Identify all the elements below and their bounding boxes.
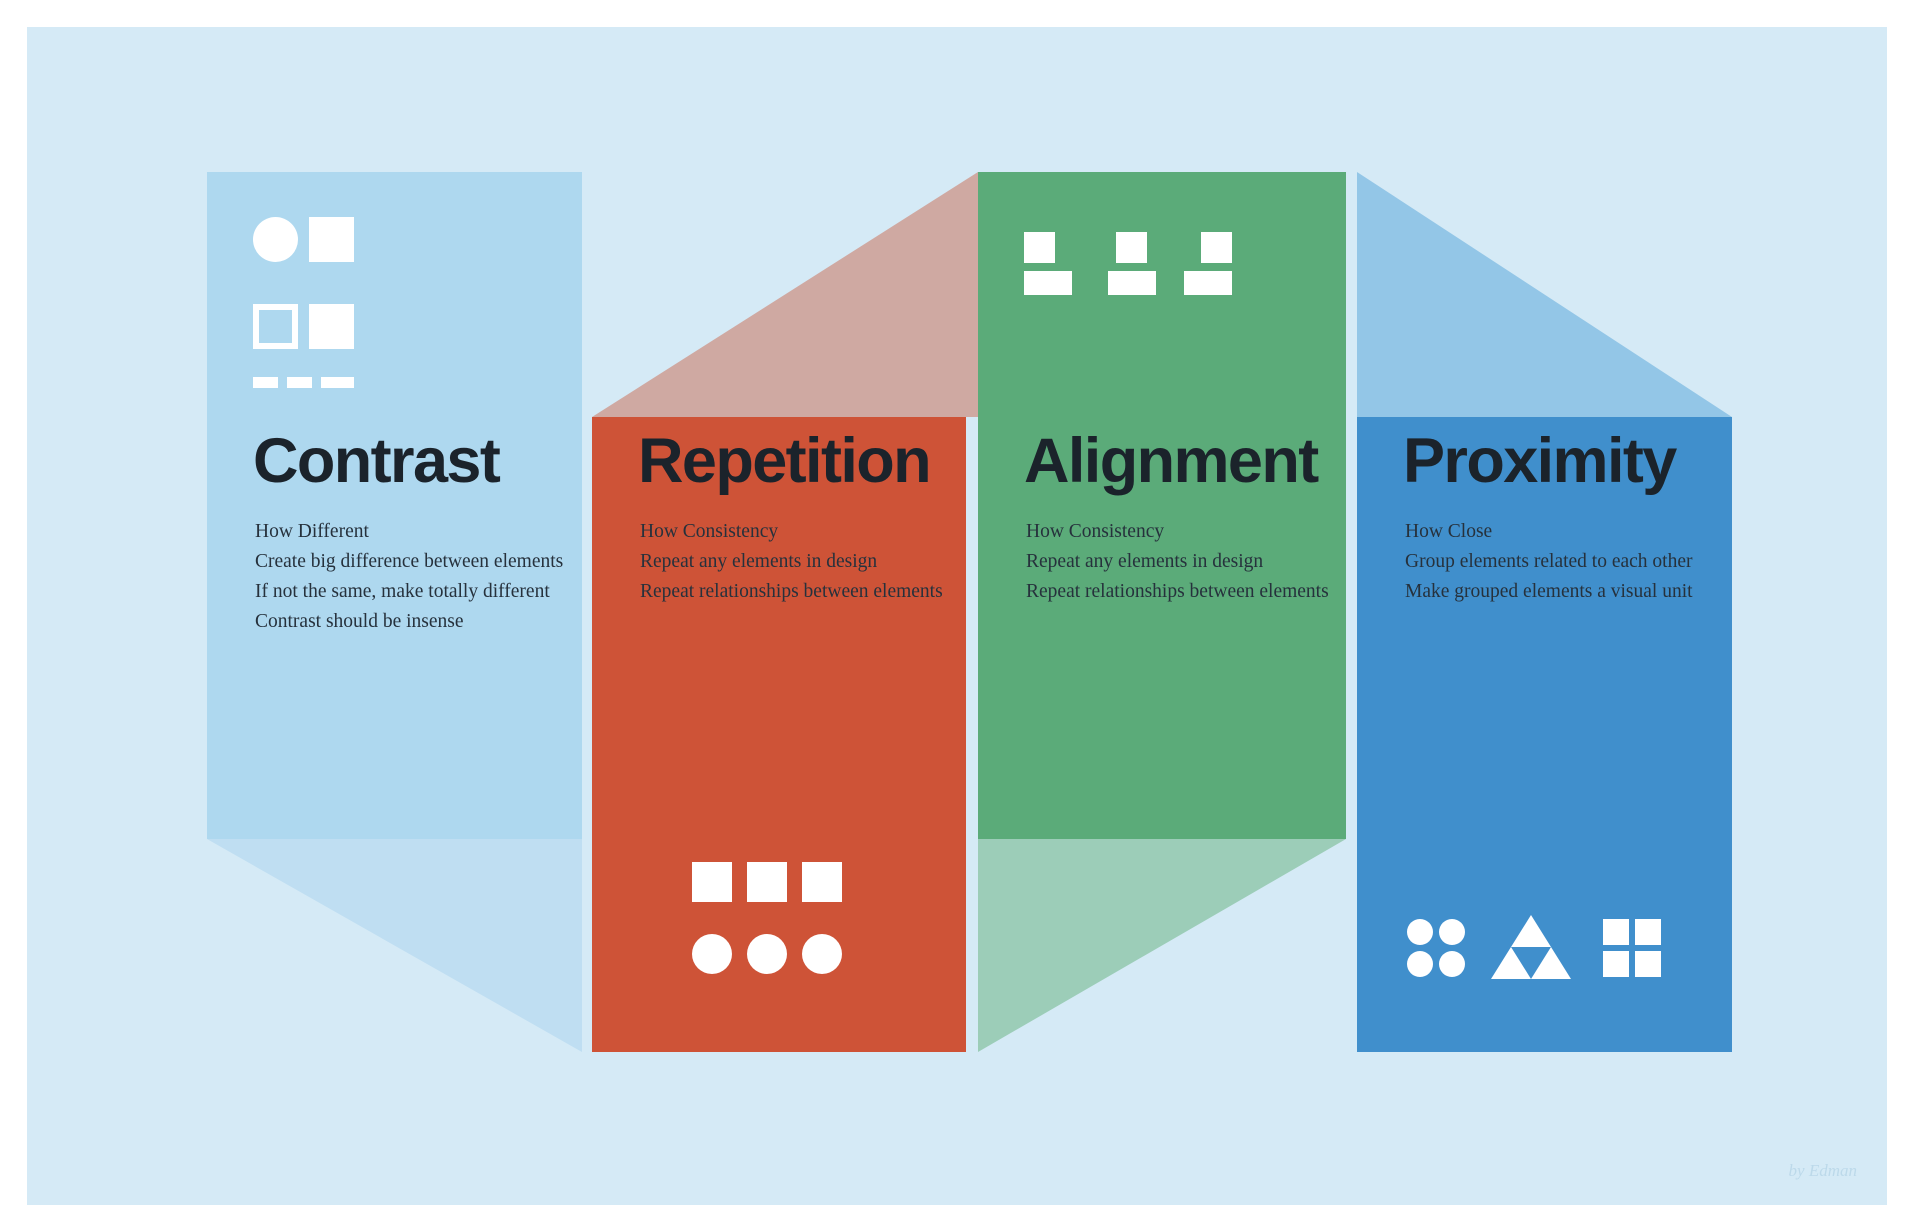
triangle-icon [1531,947,1571,979]
panel-description: How Different Create big difference betw… [255,517,585,637]
contrast-icon-group [253,217,453,388]
square-icon [1603,951,1629,977]
repetition-icon-group [692,862,872,992]
panel-repetition[interactable]: Repetition How Consistency Repeat any el… [592,417,966,1052]
poster-canvas: Contrast How Different Create big differ… [27,27,1887,1205]
outlined-square-icon [253,304,298,349]
rectangle-icon [1024,271,1072,295]
circle-icon [1439,919,1465,945]
panel-description: How Consistency Repeat any elements in d… [640,517,970,607]
rectangle-icon [1108,271,1156,295]
panel-alignment[interactable]: Alignment How Consistency Repeat any ele… [978,172,1346,839]
proximity-icon-group [1407,915,1687,1029]
panel-proximity[interactable]: Proximity How Close Group elements relat… [1357,417,1732,1052]
description-line: Group elements related to each other [1405,551,1693,572]
square-icon [1603,919,1629,945]
alignment-shadow-triangle [978,839,1346,1052]
repetition-shadow-triangle [592,172,978,417]
panel-title: Alignment [1024,426,1319,496]
wide-dash-icon [321,377,354,388]
alignment-icon-group [1024,232,1274,322]
square-icon [692,862,732,902]
circle-icon [802,934,842,974]
square-icon [747,862,787,902]
circle-icon [1407,919,1433,945]
circle-icon [1439,951,1465,977]
circle-icon [747,934,787,974]
square-icon [1116,232,1147,263]
credit-text: by Edman [1788,1161,1857,1180]
circle-icon [692,934,732,974]
filled-square-icon [309,304,354,349]
description-line: If not the same, make totally different [255,581,550,602]
description-line: Create big difference between elements [255,551,564,572]
description-line: How Consistency [1026,521,1165,542]
description-line: How Different [255,521,369,542]
panel-description: How Consistency Repeat any elements in d… [1026,517,1356,607]
filled-circle-icon [253,217,298,262]
description-line: Repeat any elements in design [640,551,878,572]
square-icon [802,862,842,902]
square-icon [1024,232,1055,263]
description-line: Repeat relationships between elements [640,581,943,602]
triangle-icon [1491,947,1531,979]
short-dash-icon [287,377,312,388]
panel-contrast[interactable]: Contrast How Different Create big differ… [207,172,582,839]
contrast-shadow-triangle [207,839,582,1052]
filled-square-icon [309,217,354,262]
panel-title: Proximity [1403,426,1677,496]
short-dash-icon [253,377,278,388]
circle-icon [1407,951,1433,977]
rectangle-icon [1184,271,1232,295]
square-icon [1635,951,1661,977]
proximity-shadow-triangle [1357,172,1732,417]
description-line: Contrast should be insense [255,611,464,632]
square-icon [1201,232,1232,263]
description-line: Repeat relationships between elements [1026,581,1329,602]
description-line: Repeat any elements in design [1026,551,1264,572]
description-line: How Close [1405,521,1493,542]
square-icon [1635,919,1661,945]
panel-description: How Close Group elements related to each… [1405,517,1735,607]
description-line: How Consistency [640,521,779,542]
panel-title: Repetition [638,426,932,496]
triangle-icon [1511,915,1551,947]
description-line: Make grouped elements a visual unit [1405,581,1693,602]
panel-title: Contrast [253,426,501,496]
